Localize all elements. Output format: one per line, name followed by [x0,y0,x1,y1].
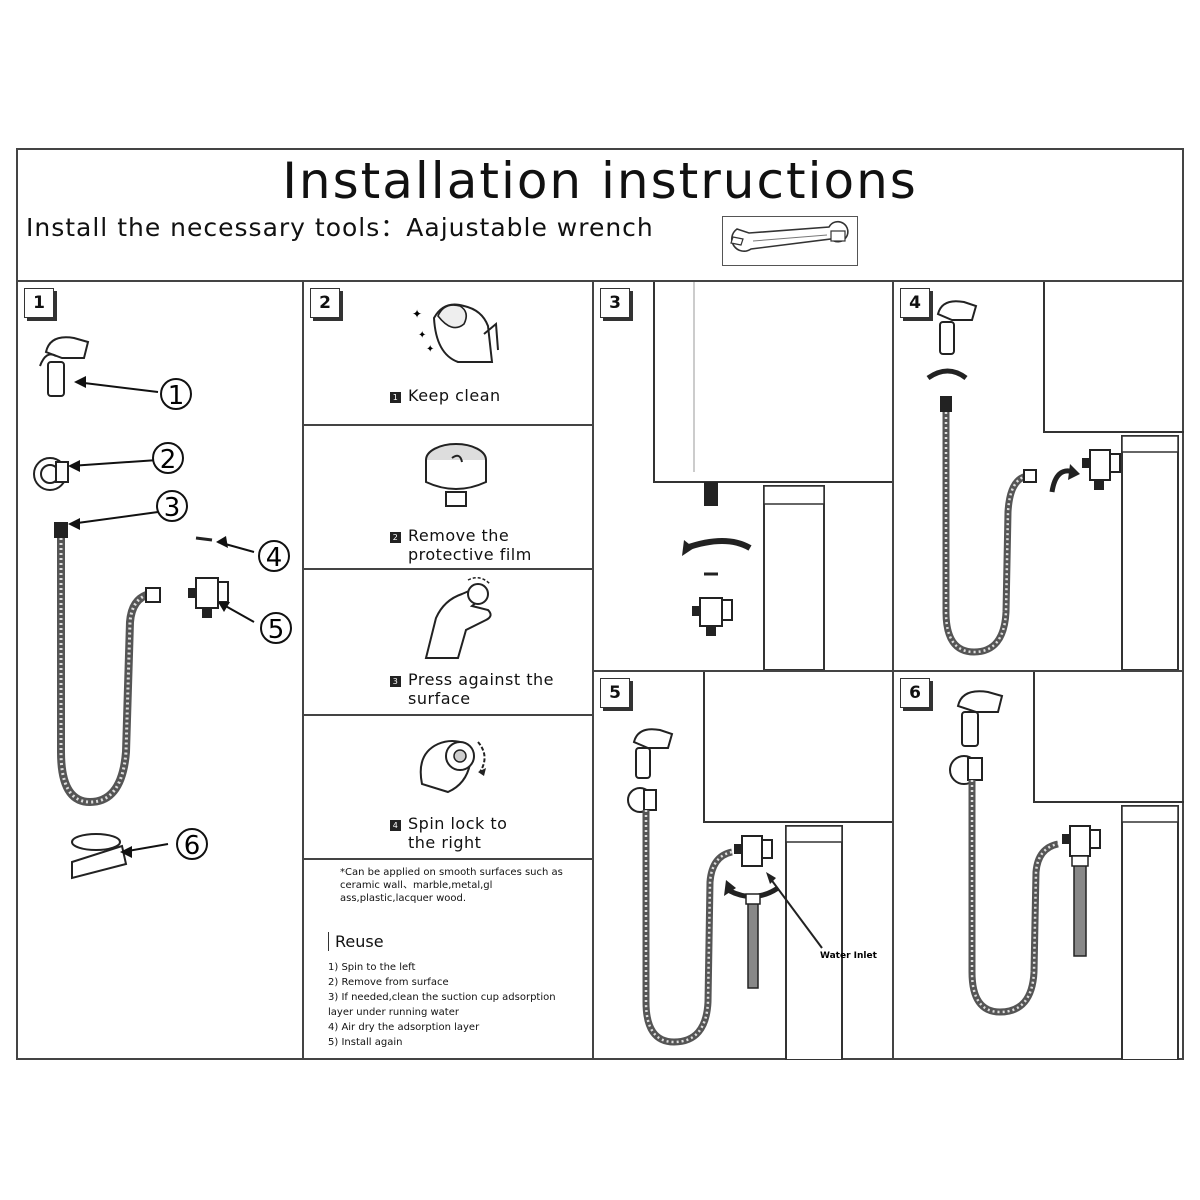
svg-text:2: 2 [160,445,177,475]
reuse-list: 1) Spin to the left 2) Remove from surfa… [328,960,568,1050]
callout-4: 4 [259,541,289,573]
valve-icon [188,578,228,618]
tools-line: Install the necessary tools：Aajustable w… [26,208,654,244]
sprayer-icon [40,337,88,396]
tape-icon [72,834,126,878]
panel-5: 5 Water Inlet [594,672,892,1060]
svg-text:6: 6 [184,831,201,861]
callout-3: 3 [157,491,187,523]
holder-icon [34,458,68,490]
panel-2: 2 ✦✦✦ 1Keep clean 2Remove the protective… [304,282,592,1060]
panel-1: 1 [18,282,302,1060]
hose-nut-icon [54,522,68,538]
svg-text:3: 3 [164,493,181,523]
panel-4: 4 [894,282,1184,670]
substep-spin-lock: 4Spin lock to the right [304,714,592,858]
panel-6: 6 [894,672,1184,1060]
step-number: 3 [600,288,630,318]
substep-remove-film: 2Remove the protective film [304,424,592,568]
hose-attach-diagram [894,282,1184,670]
reuse-section: *Can be applied on smooth surfaces such … [304,858,592,1060]
finished-install-diagram [894,672,1184,1060]
step-number: 6 [900,678,930,708]
spin-lock-icon [408,724,504,808]
svg-text:5: 5 [268,615,285,645]
water-inlet-label: Water Inlet [820,951,878,961]
panel-3: 3 [594,282,892,670]
callout-2: 2 [153,443,183,475]
list-item: 3) If needed,clean the suction cup adsor… [328,990,568,1020]
water-inlet-diagram: Water Inlet [594,672,892,1060]
list-item: 1) Spin to the left [328,960,568,975]
washer-icon [196,538,212,540]
toilet-tank-diagram [594,282,892,670]
page-title: Installation instructions [18,152,1182,210]
step-number: 5 [600,678,630,708]
wipe-cloth-icon: ✦✦✦ [404,288,514,368]
list-item: 4) Air dry the adsorption layer [328,1020,568,1035]
press-hand-icon [406,574,506,662]
callout-6: 6 [177,829,207,861]
substep-label: Remove the protective film [408,526,558,564]
parts-diagram: 1 2 3 4 5 6 [18,282,302,1060]
substep-press: 3Press against the surface [304,568,592,714]
substep-label: Spin lock to the right [408,814,538,852]
svg-text:✦: ✦ [418,330,426,341]
surface-note: *Can be applied on smooth surfaces such … [340,866,565,905]
list-item: 2) Remove from surface [328,975,568,990]
svg-text:✦: ✦ [426,344,434,355]
reuse-title: Reuse [328,932,384,951]
step-number: 2 [310,288,340,318]
step-number: 4 [900,288,930,318]
suction-cup-icon [416,434,496,514]
step-number: 1 [24,288,54,318]
substep-label: Keep clean [408,386,501,405]
callout-1: 1 [161,379,191,411]
hose-icon [61,538,150,802]
svg-text:4: 4 [266,543,283,573]
svg-text:1: 1 [168,381,185,411]
substep-label: Press against the surface [408,670,558,708]
wrench-icon [722,216,858,266]
substep-keep-clean: ✦✦✦ 1Keep clean [304,282,592,424]
svg-text:✦: ✦ [412,307,422,321]
list-item: 5) Install again [328,1035,568,1050]
instruction-sheet: Installation instructions Install the ne… [16,148,1184,1060]
callout-5: 5 [261,613,291,645]
